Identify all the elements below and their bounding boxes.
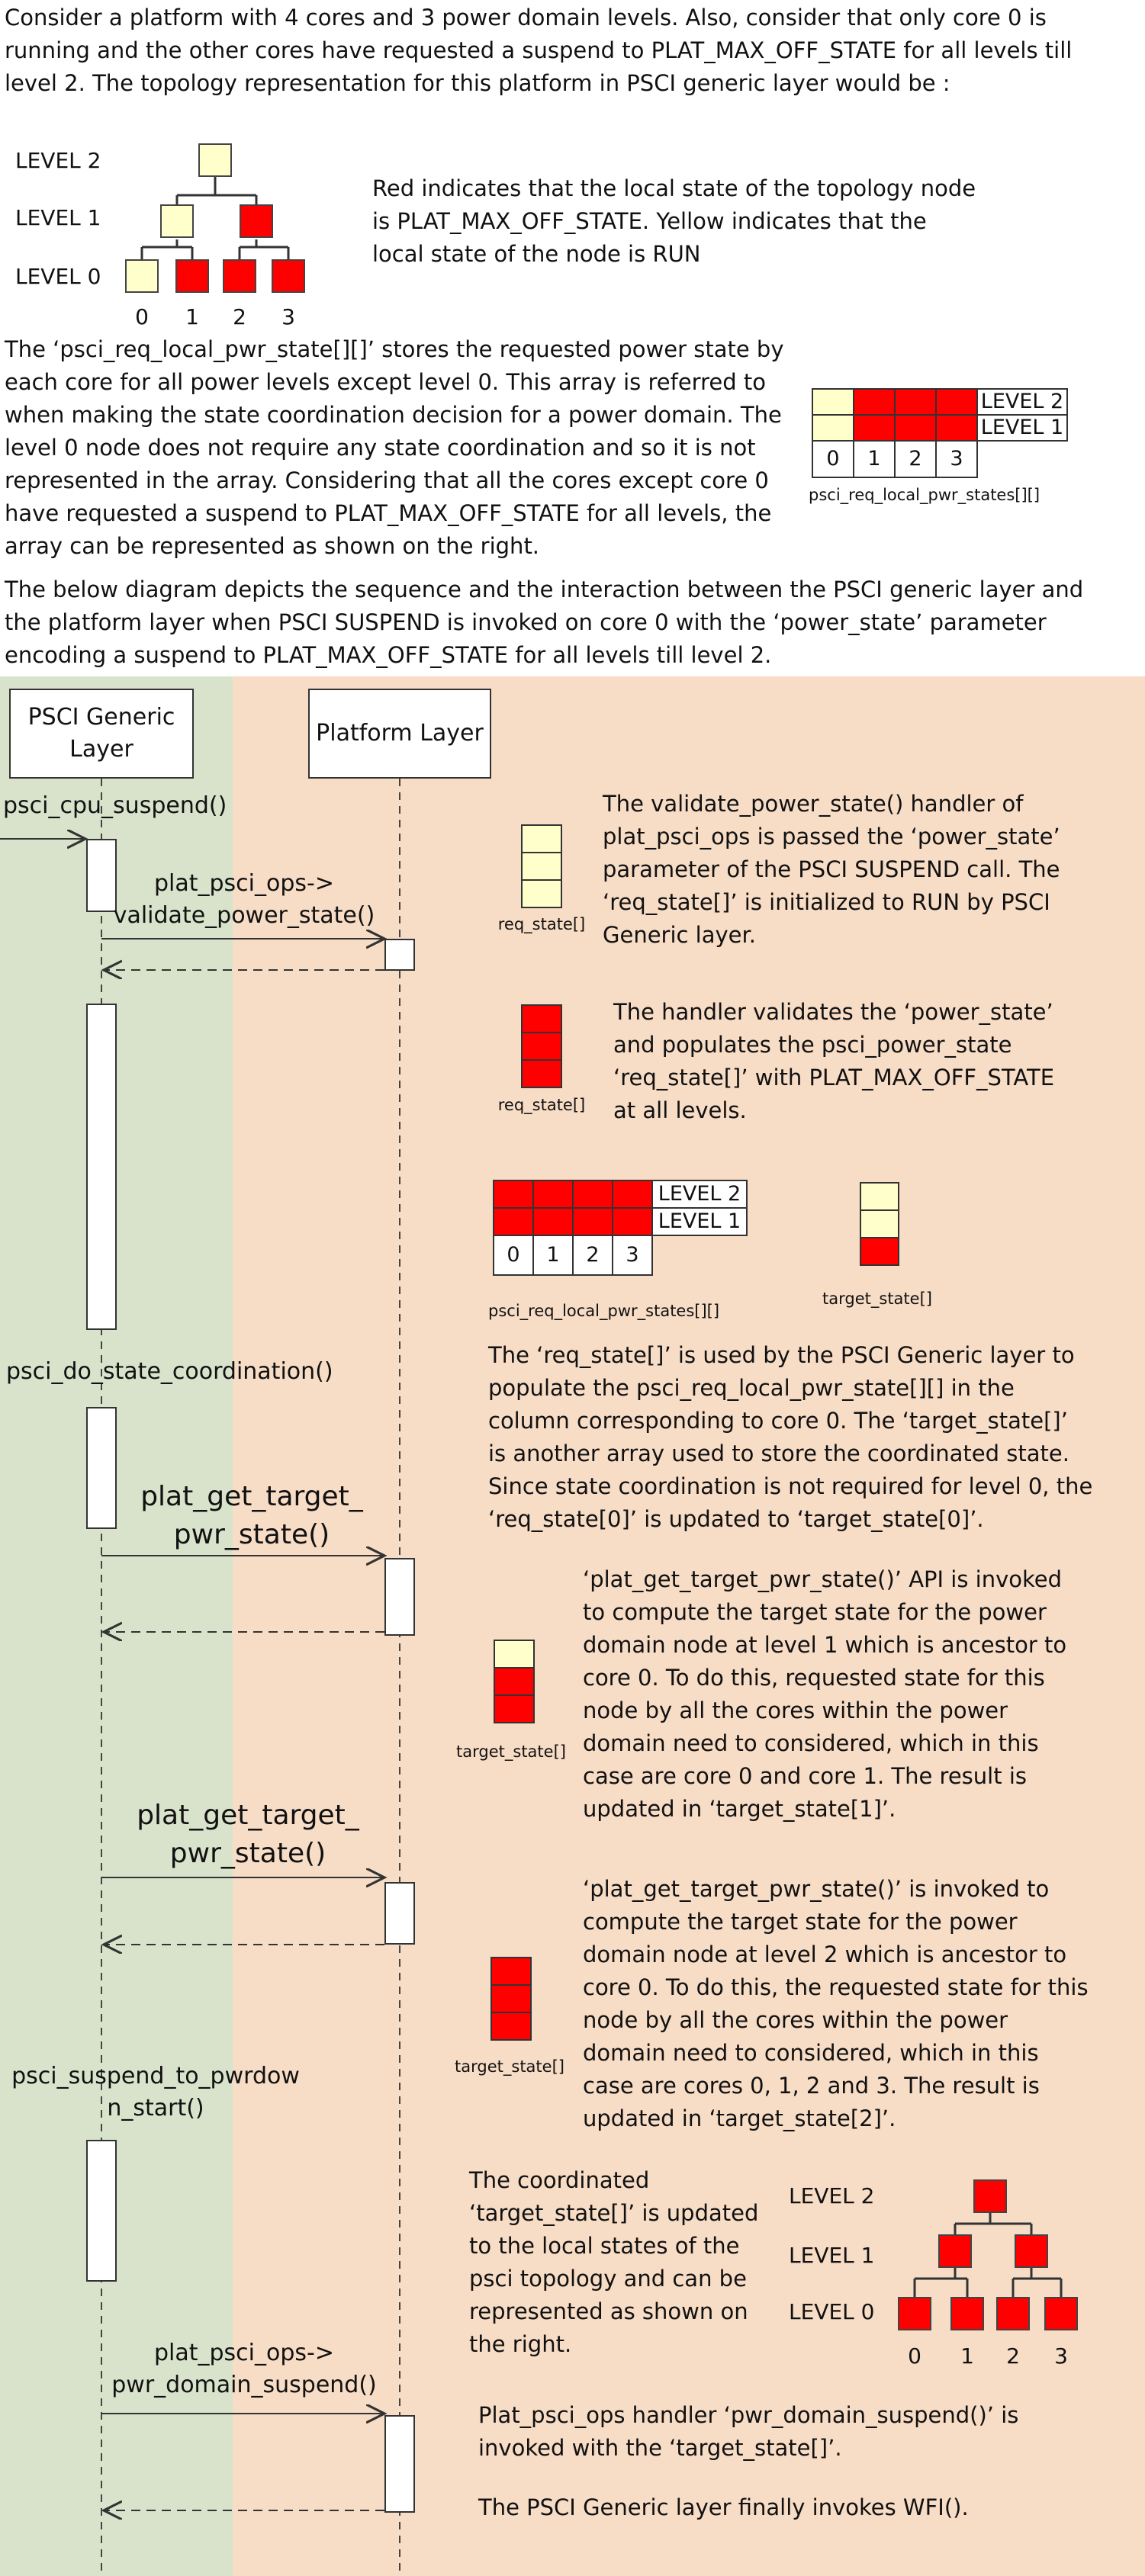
row-label-level1: LEVEL 1 (651, 1207, 748, 1236)
node-core0 (898, 2297, 931, 2330)
note-coordinated: The coordinated ‘target_state[]’ is upda… (469, 2167, 759, 2357)
activation-bar (86, 2140, 117, 2282)
activation-bar (86, 839, 117, 912)
node-level1-right (240, 204, 273, 238)
note-suspend: Plat_psci_ops handler ‘pwr_domain_suspen… (478, 2402, 1019, 2461)
activation-bar (384, 1558, 415, 1636)
node-level1-right (1015, 2234, 1048, 2268)
state-cell (521, 879, 562, 908)
note-coordination: The ‘req_state[]’ is used by the PSCI Ge… (488, 1342, 1093, 1532)
node-core2 (996, 2297, 1030, 2330)
array-cell (612, 1207, 653, 1236)
note-target-level2: ‘plat_get_target_pwr_state()’ is invoked… (583, 1876, 1089, 2131)
core-label: 0 (135, 304, 149, 329)
activation-bar (384, 1882, 415, 1945)
target-state-caption: target_state[] (455, 2057, 564, 2076)
note-handler: The handler validates the ‘power_state’ … (613, 999, 1055, 1123)
col-label: 0 (812, 440, 854, 478)
call-plat-get-target-pwr-state: plat_get_target_ pwr_state() (140, 1481, 363, 1550)
topology-lines (140, 177, 290, 259)
level-0-label: LEVEL 0 (789, 2299, 875, 2324)
note-target-level1: ‘plat_get_target_pwr_state()’ API is inv… (583, 1566, 1067, 1822)
node-core3 (272, 259, 305, 293)
state-cell (860, 1182, 899, 1211)
core-label: 3 (281, 304, 295, 329)
req-state-caption: req_state[] (497, 915, 586, 933)
activation-bar (86, 1004, 117, 1330)
array-caption: psci_req_local_pwr_states[][] (488, 1302, 720, 1320)
level-0-label: LEVEL 0 (15, 264, 101, 289)
col-label: 3 (612, 1235, 653, 1276)
node-core0 (125, 259, 159, 293)
call-psci-do-state-coordination: psci_do_state_coordination() (6, 1358, 333, 1385)
call-plat-get-target-pwr-state: plat_get_target_ pwr_state() (137, 1800, 359, 1869)
col-label: 1 (532, 1235, 574, 1276)
level-2-label: LEVEL 2 (789, 2183, 875, 2208)
row-label-level2: LEVEL 2 (976, 388, 1068, 416)
array-cell (572, 1180, 613, 1209)
req-state-caption: req_state[] (497, 1096, 586, 1114)
node-core1 (950, 2297, 984, 2330)
node-core2 (223, 259, 256, 293)
col-label: 0 (493, 1235, 534, 1276)
core-label: 2 (233, 304, 246, 329)
array-paragraph: The ‘psci_req_local_pwr_state[][]’ store… (5, 336, 784, 559)
core-label: 2 (1006, 2343, 1020, 2369)
state-cell (521, 852, 562, 881)
node-core3 (1044, 2297, 1078, 2330)
level-1-label: LEVEL 1 (789, 2243, 875, 2268)
row-label-level2: LEVEL 2 (651, 1180, 748, 1209)
note-validate: The validate_power_state() handler of pl… (603, 791, 1060, 948)
topology-note: Red indicates that the local state of th… (372, 175, 976, 267)
core-label: 1 (960, 2343, 974, 2369)
col-label: 3 (935, 440, 978, 478)
state-cell (490, 2012, 532, 2041)
array-cell (812, 388, 854, 416)
array-cell (935, 414, 978, 442)
generic-layer-header: PSCI Generic Layer (9, 689, 194, 779)
state-cell (860, 1237, 899, 1266)
activation-bar (384, 2415, 415, 2513)
call-pwr-domain-suspend: plat_psci_ops-> pwr_domain_suspend() (111, 2340, 377, 2398)
node-level1-left (938, 2234, 972, 2268)
state-cell (521, 1059, 562, 1088)
activation-bar (384, 939, 415, 971)
call-psci-suspend-to-pwrdown-start: psci_suspend_to_pwrdow n_start() (11, 2063, 300, 2122)
array-cell (812, 414, 854, 442)
note-wfi: The PSCI Generic layer finally invokes W… (478, 2494, 969, 2520)
activation-bar (86, 1407, 117, 1529)
target-state-caption: target_state[] (822, 1290, 932, 1308)
call-psci-cpu-suspend: psci_cpu_suspend() (3, 792, 227, 819)
level-2-label: LEVEL 2 (15, 148, 101, 173)
core-label: 3 (1054, 2343, 1068, 2369)
level-1-label: LEVEL 1 (15, 205, 101, 230)
node-level2 (973, 2179, 1007, 2213)
row-label-level1: LEVEL 1 (976, 414, 1068, 442)
call-validate-power-state: plat_psci_ops-> validate_power_state() (113, 870, 375, 929)
state-cell (494, 1694, 535, 1723)
platform-layer-header: Platform Layer (308, 689, 491, 779)
col-label: 1 (853, 440, 896, 478)
core-label: 1 (185, 304, 199, 329)
node-core1 (175, 259, 209, 293)
node-level1-left (160, 204, 194, 238)
intro-text: Consider a platform with 4 cores and 3 p… (5, 5, 1073, 96)
state-cell (490, 1957, 532, 1986)
core-label: 0 (908, 2343, 921, 2369)
sequence-intro: The below diagram depicts the sequence a… (5, 577, 1084, 668)
node-level2 (198, 143, 232, 177)
array-caption: psci_req_local_pwr_states[][] (809, 486, 1040, 504)
target-state-caption: target_state[] (456, 1742, 566, 1761)
